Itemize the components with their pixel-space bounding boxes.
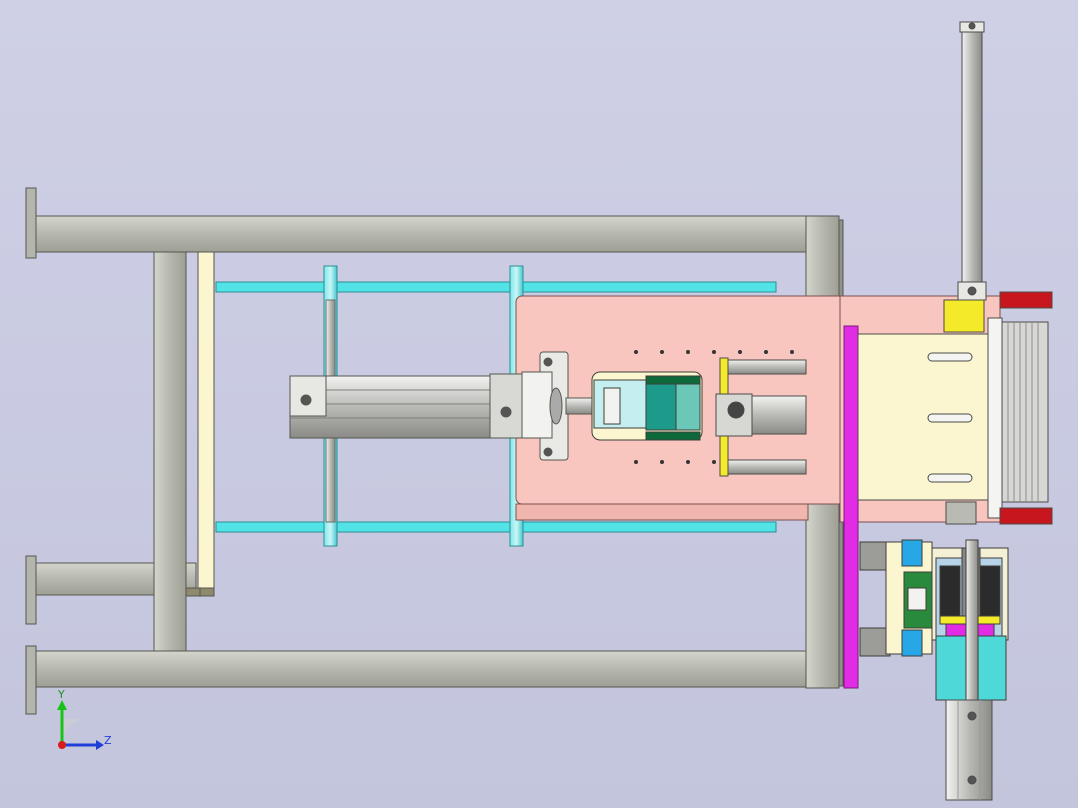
coordinate-triad: Y Z: [57, 688, 112, 750]
x-axis-origin: [58, 741, 66, 749]
yellow-strip: [197, 251, 215, 597]
upper-cyan-rail: [215, 281, 777, 293]
lower-cyan-rail: [215, 521, 777, 533]
bottom-left-endcap: [25, 645, 37, 715]
magenta-plate: [843, 325, 859, 689]
yellow-strip-foot: [199, 587, 215, 597]
vertical-cylinder-top: [957, 21, 987, 301]
bottom-frame-bar: [35, 650, 809, 688]
middle-left-endcap: [25, 555, 37, 625]
top-left-endcap: [25, 187, 37, 259]
gripper-clamp: [591, 371, 703, 441]
left-vertical-post: [153, 251, 187, 652]
linear-actuator: [289, 373, 523, 439]
right-upper-head: [857, 291, 1053, 525]
z-axis-label: Z: [104, 734, 112, 747]
top-frame-bar: [35, 215, 809, 253]
y-axis-label: Y: [57, 688, 65, 701]
right-lower-gripper: [859, 539, 1009, 711]
slot-cutouts: [927, 352, 973, 483]
pneumatic-cylinder: [715, 357, 807, 477]
vertical-cylinder-bottom: [945, 699, 993, 801]
post-foot: [185, 587, 201, 597]
triad-arc-icon: [62, 719, 88, 745]
